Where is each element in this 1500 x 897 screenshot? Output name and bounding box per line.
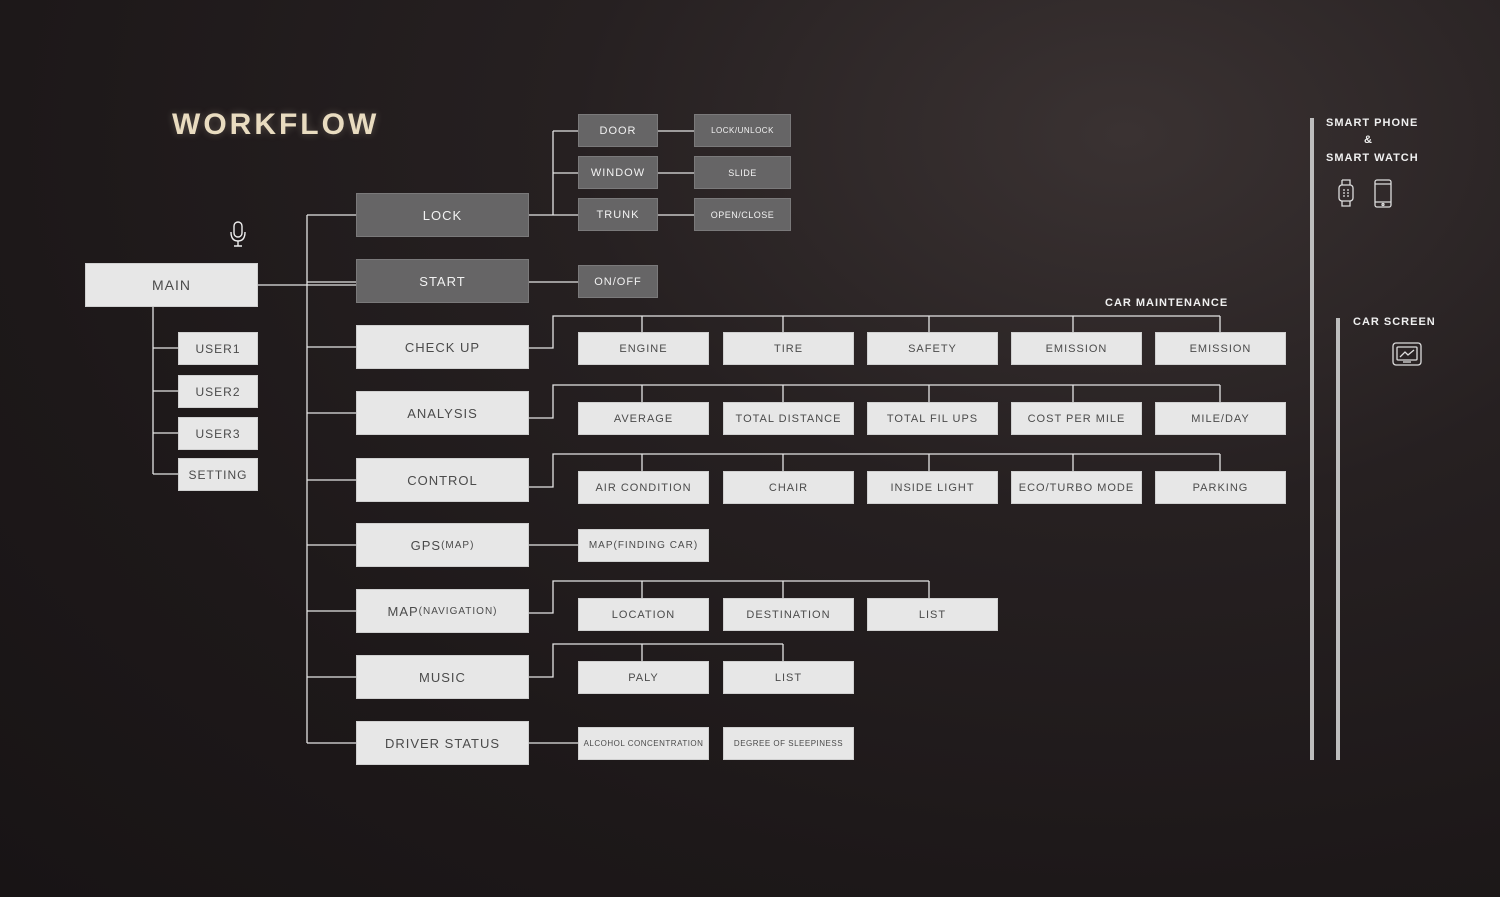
analysis-node[interactable]: ANALYSIS <box>356 391 529 435</box>
car-screen-range-bar <box>1336 318 1340 760</box>
smartphone-range-bar <box>1310 118 1314 760</box>
car-maintenance-label: CAR MAINTENANCE <box>1105 297 1229 309</box>
user2-node[interactable]: USER2 <box>178 375 258 408</box>
music-node[interactable]: MUSIC <box>356 655 529 699</box>
slide-node[interactable]: SLIDE <box>694 156 791 189</box>
checkup-node[interactable]: CHECK UP <box>356 325 529 369</box>
main-node[interactable]: MAIN <box>85 263 258 307</box>
door-node[interactable]: DOOR <box>578 114 658 147</box>
on-off-node[interactable]: ON/OFF <box>578 265 658 298</box>
eco-turbo-mode-node[interactable]: ECO/TURBO MODE <box>1011 471 1142 504</box>
parking-node[interactable]: PARKING <box>1155 471 1286 504</box>
safety-node[interactable]: SAFETY <box>867 332 998 365</box>
mapnav-sublabel: (NAVIGATION) <box>418 605 498 617</box>
total-fil-ups-node[interactable]: TOTAL FIL UPS <box>867 402 998 435</box>
emission-node-2[interactable]: EMISSION <box>1155 332 1286 365</box>
mile-day-node[interactable]: MILE/DAY <box>1155 402 1286 435</box>
user3-node[interactable]: USER3 <box>178 417 258 450</box>
map-navigation-node[interactable]: MAP(NAVIGATION) <box>356 589 529 633</box>
window-node[interactable]: WINDOW <box>578 156 658 189</box>
open-close-node[interactable]: OPEN/CLOSE <box>694 198 791 231</box>
car-screen-label: CAR SCREEN <box>1353 316 1436 328</box>
gps-label: GPS <box>410 537 442 553</box>
air-condition-node[interactable]: AIR CONDITION <box>578 471 709 504</box>
average-node[interactable]: AVERAGE <box>578 402 709 435</box>
microphone-icon[interactable] <box>227 220 249 248</box>
smartphone-label-line2: & <box>1364 134 1373 146</box>
lock-node[interactable]: LOCK <box>356 193 529 237</box>
control-node[interactable]: CONTROL <box>356 458 529 502</box>
user1-node[interactable]: USER1 <box>178 332 258 365</box>
cost-per-mile-node[interactable]: COST PER MILE <box>1011 402 1142 435</box>
list-node-map[interactable]: LIST <box>867 598 998 631</box>
tire-node[interactable]: TIRE <box>723 332 854 365</box>
location-node[interactable]: LOCATION <box>578 598 709 631</box>
alcohol-concentration-node[interactable]: ALCOHOL CONCENTRATION <box>578 727 709 760</box>
map-finding-car-node[interactable]: MAP(FINDING CAR) <box>578 529 709 562</box>
smartphone-label-line1: SMART PHONE <box>1326 117 1419 129</box>
engine-node[interactable]: ENGINE <box>578 332 709 365</box>
gps-node[interactable]: GPS(MAP) <box>356 523 529 567</box>
setting-node[interactable]: SETTING <box>178 458 258 491</box>
paly-node[interactable]: PALY <box>578 661 709 694</box>
total-distance-node[interactable]: TOTAL DISTANCE <box>723 402 854 435</box>
degree-of-sleepiness-node[interactable]: DEGREE OF SLEEPINESS <box>723 727 854 760</box>
inside-light-node[interactable]: INSIDE LIGHT <box>867 471 998 504</box>
smartphone-label-line3: SMART WATCH <box>1326 152 1419 164</box>
destination-node[interactable]: DESTINATION <box>723 598 854 631</box>
lock-unlock-node[interactable]: LOCK/UNLOCK <box>694 114 791 147</box>
smartphone-icon <box>1374 179 1392 208</box>
driver-status-node[interactable]: DRIVER STATUS <box>356 721 529 765</box>
chair-node[interactable]: CHAIR <box>723 471 854 504</box>
start-node[interactable]: START <box>356 259 529 303</box>
page-title: WORKFLOW <box>172 108 380 141</box>
mapnav-label: MAP <box>387 603 419 619</box>
emission-node-1[interactable]: EMISSION <box>1011 332 1142 365</box>
trunk-node[interactable]: TRUNK <box>578 198 658 231</box>
car-screen-icon <box>1392 342 1422 366</box>
gps-sublabel: (MAP) <box>441 539 475 551</box>
smartwatch-icon <box>1338 179 1354 207</box>
list-node-music[interactable]: LIST <box>723 661 854 694</box>
